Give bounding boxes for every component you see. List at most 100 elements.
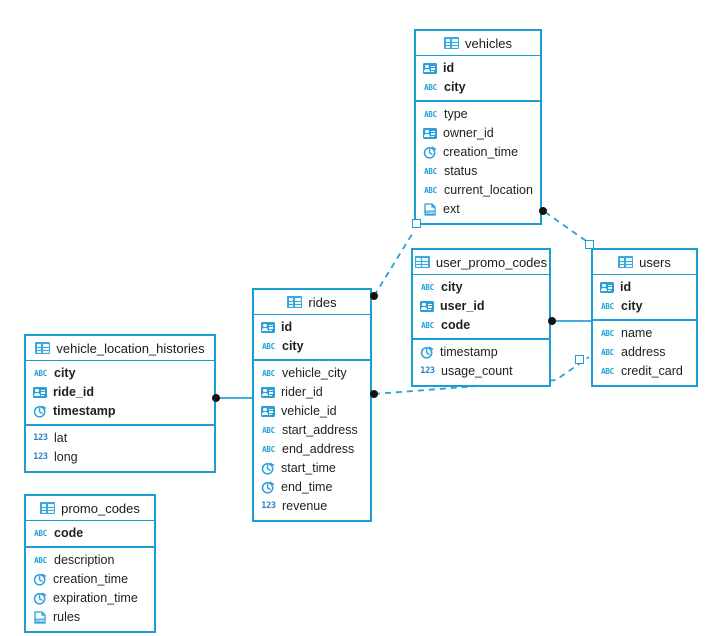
pk-column-row-rides-id[interactable]: id [254,318,370,337]
relationship-line-rides-to-vehicles[interactable] [373,230,415,297]
table-grid-icon [40,502,56,514]
abc-text-icon: ABC [262,425,275,435]
column-row-vehicles-type[interactable]: ABC type [416,105,540,124]
pk-column-row-vehicle_location_histories-timestamp[interactable]: timestamp [26,402,214,421]
column-name: city [444,80,466,95]
column-name: user_id [440,299,485,314]
column-name: long [54,450,78,465]
table-header-promo_codes[interactable]: promo_codes [26,496,154,521]
column-name: owner_id [443,126,494,141]
id-card-icon [420,301,434,312]
abc-text-icon: ABC [601,347,614,357]
column-name: id [620,280,632,295]
abc-text-icon: ABC [424,82,437,92]
column-row-rides-start_time[interactable]: start_time [254,459,370,478]
relationship-endpoint-dot-vlh-to-rides [212,394,220,402]
123-numeric-icon: 123 [33,452,48,463]
column-row-vehicles-creation_time[interactable]: creation_time [416,143,540,162]
abc-text-icon: ABC [34,555,47,565]
column-row-vehicle_location_histories-long[interactable]: 123 long [26,448,214,467]
column-name: type [444,107,468,122]
relationship-endpoint-dot-upc-to-users [548,317,556,325]
column-row-rides-rider_id[interactable]: rider_id [254,383,370,402]
table-grid-icon [444,37,460,49]
column-row-promo_codes-creation_time[interactable]: creation_time [26,570,154,589]
column-row-vehicles-owner_id[interactable]: owner_id [416,124,540,143]
table-header-vehicles[interactable]: vehicles [416,31,540,56]
pk-column-row-vehicles-city[interactable]: ABC city [416,78,540,97]
relationship-line-vehicles-to-users[interactable] [544,211,590,244]
table-header-user_promo_codes[interactable]: user_promo_codes [413,250,549,275]
table-title: user_promo_codes [435,254,548,270]
abc-text-icon: ABC [421,320,434,330]
json-document-icon: JSON [33,611,47,624]
table-title: promo_codes [61,500,140,516]
id-card-icon [423,128,437,139]
column-row-vehicles-ext[interactable]: JSON ext [416,200,540,219]
column-name: timestamp [440,345,498,360]
table-header-rides[interactable]: rides [254,290,370,315]
123-numeric-icon: 123 [420,366,435,377]
column-name: city [54,366,76,381]
pk-column-row-user_promo_codes-user_id[interactable]: user_id [413,297,549,316]
column-row-promo_codes-expiration_time[interactable]: expiration_time [26,589,154,608]
column-name: city [621,299,643,314]
svg-text:JSON: JSON [425,210,435,215]
abc-text-icon: ABC [601,328,614,338]
abc-text-icon: ABC [421,282,434,292]
relationship-endpoint-dot-rides-to-vehicles [370,292,378,300]
relationship-endpoint-dot-vehicles-to-users [539,207,547,215]
column-row-user_promo_codes-timestamp[interactable]: timestamp [413,343,549,362]
table-header-vehicle_location_histories[interactable]: vehicle_location_histories [26,336,214,361]
table-header-users[interactable]: users [593,250,696,275]
column-name: current_location [444,183,533,198]
column-row-rides-end_time[interactable]: end_time [254,478,370,497]
column-name: rider_id [281,385,323,400]
pk-column-row-vehicles-id[interactable]: id [416,59,540,78]
pk-column-row-vehicle_location_histories-ride_id[interactable]: ride_id [26,383,214,402]
pk-column-row-users-id[interactable]: id [593,278,696,297]
relationship-endpoint-square-rides-to-users [575,355,584,364]
abc-text-icon: ABC [601,366,614,376]
column-name: vehicle_city [282,366,347,381]
column-row-rides-vehicle_id[interactable]: vehicle_id [254,402,370,421]
column-name: ext [443,202,460,217]
abc-text-icon: ABC [424,109,437,119]
table-title: vehicles [465,35,512,51]
clock-icon [423,146,437,159]
id-card-icon [261,406,275,417]
column-name: start_time [281,461,336,476]
